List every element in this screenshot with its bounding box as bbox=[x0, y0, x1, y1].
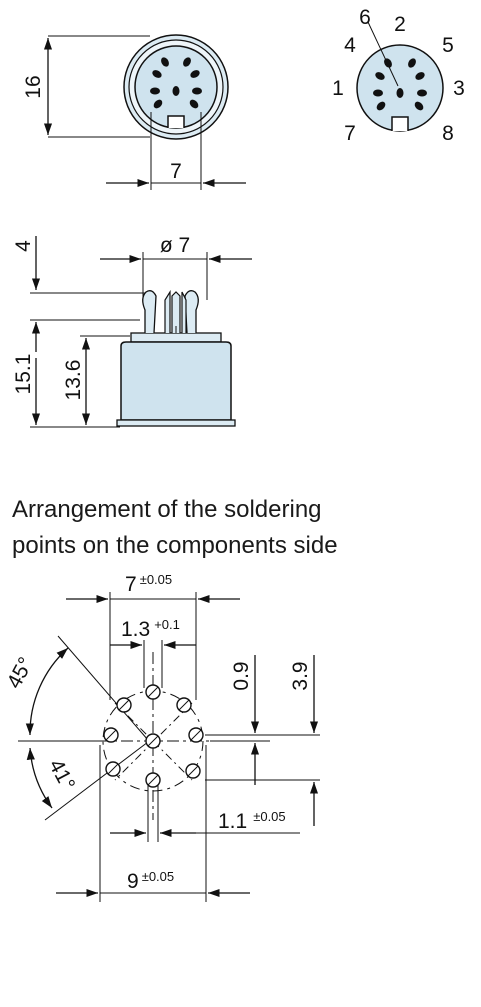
side-view bbox=[30, 236, 252, 428]
side-dim-4: 4 bbox=[12, 240, 35, 252]
pin-label-6: 6 bbox=[359, 6, 371, 29]
pin-label-7: 7 bbox=[344, 122, 356, 145]
layout-dim-45: 45° bbox=[3, 654, 38, 693]
pin-label-8: 8 bbox=[442, 122, 454, 145]
layout-dim-3-9: 3.9 bbox=[289, 661, 312, 690]
layout-dim-7: 7±0.05 bbox=[125, 572, 172, 596]
soldering-caption: Arrangement of the soldering points on t… bbox=[12, 492, 472, 564]
pin-label-4: 4 bbox=[344, 34, 356, 57]
side-dim-15-1: 15.1 bbox=[12, 354, 35, 395]
front-dim-7: 7 bbox=[170, 160, 182, 183]
layout-dim-9: 9±0.05 bbox=[127, 869, 174, 893]
layout-dim-1-3: 1.3+0.1 bbox=[121, 617, 180, 641]
layout-dim-41: 41° bbox=[44, 756, 79, 795]
caption-line-1: Arrangement of the soldering bbox=[12, 496, 322, 523]
side-dim-diameter: ø 7 bbox=[160, 234, 190, 257]
side-dim-13-6: 13.6 bbox=[62, 360, 85, 401]
soldering-layout-view bbox=[18, 592, 320, 902]
pin-label-3: 3 bbox=[453, 77, 465, 100]
pin-label-2: 2 bbox=[394, 13, 406, 36]
caption-line-2: points on the components side bbox=[12, 532, 338, 559]
front-view bbox=[43, 34, 246, 190]
pin-numbering-view bbox=[356, 21, 444, 132]
layout-dim-1-1: 1.1±0.05 bbox=[218, 809, 286, 833]
pin-label-1: 1 bbox=[332, 77, 344, 100]
front-dim-16: 16 bbox=[22, 75, 45, 98]
layout-dim-0-9: 0.9 bbox=[230, 661, 253, 690]
pin-label-5: 5 bbox=[442, 34, 454, 57]
